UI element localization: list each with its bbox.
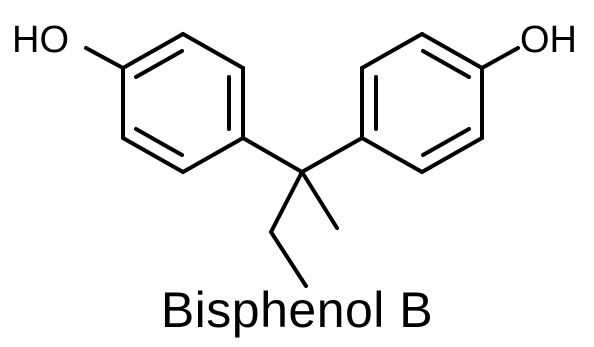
compound-name: Bisphenol B [160, 282, 434, 338]
double-bond-inner [421, 127, 471, 157]
bond [420, 32, 484, 70]
double-bond-inner [134, 127, 184, 157]
right-ring-to-center-bond [300, 136, 364, 174]
left-hydroxyl-bond [84, 46, 125, 70]
bond [181, 136, 245, 174]
right-hydroxyl-bond [480, 46, 520, 70]
left-ring-to-center-bond [241, 136, 304, 174]
bond [181, 32, 245, 70]
bond [121, 136, 185, 174]
methyl-bond [300, 170, 339, 230]
ethyl-bond-1 [269, 170, 304, 234]
bond [360, 136, 424, 174]
bond [360, 32, 424, 70]
right-hydroxyl-label: OH [520, 19, 577, 61]
right-benzene-ring [360, 32, 484, 174]
bond [420, 136, 484, 174]
ethyl-bond-2 [269, 230, 308, 288]
left-benzene-ring [121, 32, 245, 174]
bond [121, 32, 185, 70]
double-bond-inner [421, 49, 471, 79]
double-bond-inner [134, 49, 184, 79]
left-hydroxyl-label: HO [12, 19, 69, 61]
